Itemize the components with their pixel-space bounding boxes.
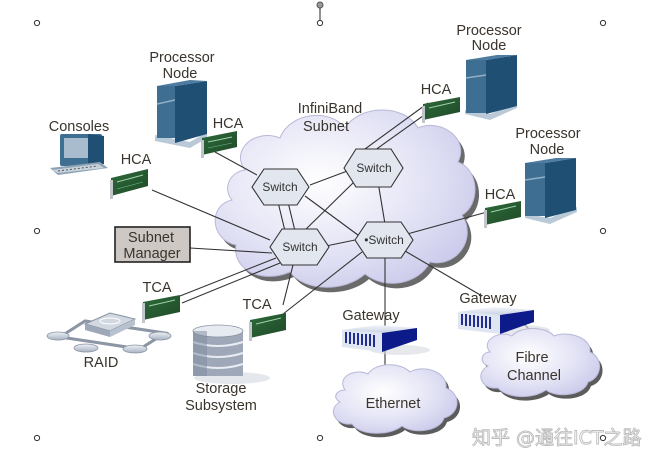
switch-bottom-left[interactable]: Switch: [269, 228, 330, 266]
gateway-icon: [342, 325, 430, 355]
subnet-label-line2: Subnet: [303, 119, 349, 135]
network-card-icon: [249, 313, 286, 341]
hca-2-label: HCA: [121, 152, 152, 168]
switch-top-right[interactable]: Switch: [343, 148, 404, 188]
server-icon: [465, 55, 517, 120]
gateway-fibre-channel[interactable]: Gateway: [458, 291, 550, 335]
ethernet-cloud[interactable]: Ethernet: [332, 364, 461, 438]
processor-node-1[interactable]: Processor Node: [149, 50, 215, 148]
processor-node-1-label-line2: Node: [163, 66, 198, 82]
gateway-icon: [458, 307, 550, 335]
handle-bottom-left[interactable]: [33, 434, 41, 442]
hca-3-label: HCA: [421, 82, 452, 98]
raid[interactable]: RAID: [46, 312, 172, 371]
processor-node-2[interactable]: Processor Node: [456, 23, 522, 120]
processor-node-3-label-line2: Node: [530, 142, 565, 158]
switch-bottom-right[interactable]: •Switch: [354, 221, 414, 259]
processor-node-1-label-line1: Processor: [149, 50, 214, 66]
fibre-label-line1: Fibre: [515, 350, 548, 366]
consoles[interactable]: Consoles: [49, 119, 109, 175]
watermark: 知乎 @通往ICT之路: [472, 427, 642, 449]
switch-label: Switch: [282, 240, 317, 254]
switch-label: •Switch: [364, 233, 404, 247]
network-card-icon: [422, 97, 460, 123]
hca-1-label: HCA: [213, 116, 244, 132]
switch-label: Switch: [356, 161, 391, 175]
infiniband-subnet-cloud: [214, 109, 480, 293]
server-icon: [155, 80, 207, 148]
ethernet-label: Ethernet: [366, 396, 421, 412]
handle-top-right[interactable]: [599, 19, 607, 27]
server-icon: [524, 158, 577, 224]
network-card-icon: [142, 295, 180, 323]
handle-bottom-center[interactable]: [316, 434, 324, 442]
hca-4[interactable]: HCA: [484, 187, 521, 228]
network-card-icon: [484, 201, 521, 228]
handle-top-left[interactable]: [33, 19, 41, 27]
handle-middle-left[interactable]: [33, 227, 41, 235]
tca-1[interactable]: TCA: [142, 280, 180, 323]
gateway-2-label: Gateway: [459, 291, 517, 307]
switch-label: Switch: [262, 180, 297, 194]
hca-4-label: HCA: [485, 187, 516, 203]
storage-label-line1: Storage: [196, 381, 247, 397]
switch-top-left[interactable]: Switch: [251, 168, 310, 206]
gateway-ethernet[interactable]: Gateway: [342, 308, 430, 355]
raid-icon: [46, 312, 172, 354]
handle-middle-right[interactable]: [599, 227, 607, 235]
subnet-manager-label-line2: Manager: [123, 246, 180, 262]
hca-1[interactable]: HCA: [201, 116, 244, 158]
selection-handles[interactable]: [33, 1, 607, 442]
network-card-icon: [201, 131, 237, 158]
subnet-manager-label-line1: Subnet: [128, 230, 174, 246]
network-card-icon: [110, 169, 148, 199]
storage-label-line2: Subsystem: [185, 398, 257, 414]
fibre-channel-cloud[interactable]: Fibre Channel: [480, 328, 603, 401]
gateway-1-label: Gateway: [342, 308, 400, 324]
subnet-manager[interactable]: Subnet Manager: [114, 226, 191, 263]
handle-bottom-right[interactable]: [599, 434, 607, 442]
storage-subsystem[interactable]: Storage Subsystem: [185, 324, 270, 414]
processor-node-2-label-line1: Processor: [456, 23, 521, 39]
processor-node-3[interactable]: Processor Node: [515, 126, 581, 224]
consoles-label: Consoles: [49, 119, 109, 135]
hca-3[interactable]: HCA: [421, 82, 460, 123]
raid-label: RAID: [84, 355, 119, 371]
processor-node-2-label-line2: Node: [472, 38, 507, 54]
processor-node-3-label-line1: Processor: [515, 126, 580, 142]
tca-2-label: TCA: [243, 297, 272, 313]
storage-icon: [192, 324, 270, 384]
handle-top-center[interactable]: [316, 19, 324, 27]
tca-2[interactable]: TCA: [243, 297, 287, 341]
tca-1-label: TCA: [143, 280, 172, 296]
switches: Switch Switch Switch •Switch: [251, 148, 414, 266]
computer-icon: [50, 134, 108, 175]
rotate-handle[interactable]: [316, 1, 324, 9]
hca-2[interactable]: HCA: [110, 152, 152, 199]
fibre-label-line2: Channel: [507, 368, 561, 384]
subnet-label-line1: InfiniBand: [298, 101, 363, 117]
